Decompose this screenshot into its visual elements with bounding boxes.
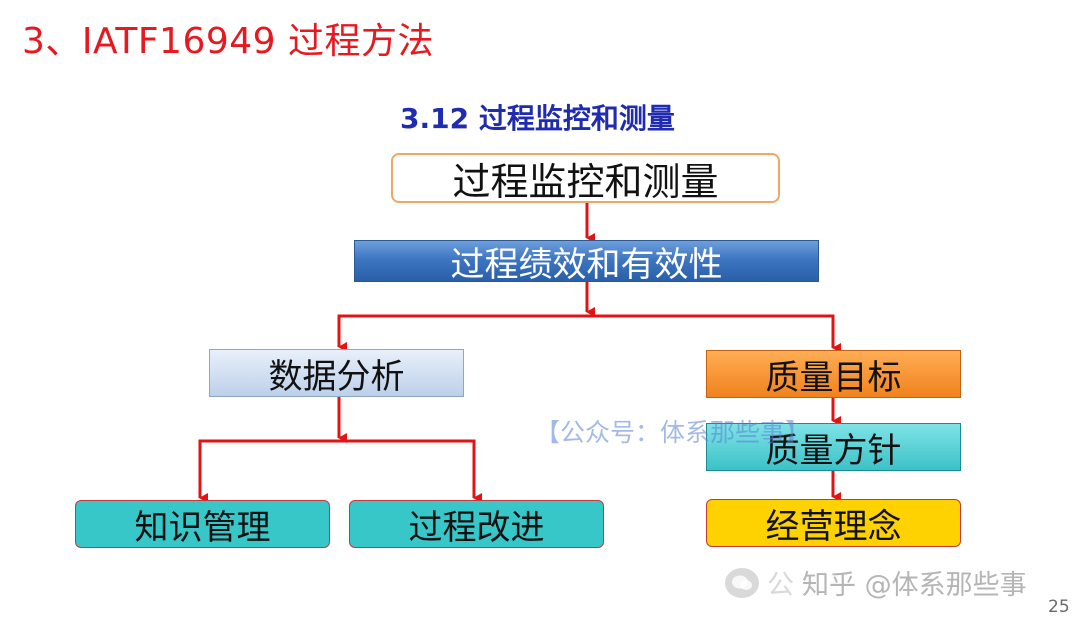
arrow-split-to-quality-objectives [587,314,841,353]
node-knowledge-management: 知识管理 [75,500,330,548]
watermark-ghost-text: 公 [767,570,794,601]
wechat-watermark: 【公众号：体系那些事】 [535,418,811,447]
node-process-performance-effectiveness: 过程绩效和有效性 [354,240,819,285]
node-process-improvement: 过程改进 [349,500,604,548]
page-number: 25 [1048,597,1070,617]
node-process-monitoring-measurement: 过程监控和测量 [391,153,780,204]
slide-title: 3、IATF16949 过程方法 [22,21,435,62]
zhihu-watermark-text: 知乎 @体系那些事 [802,570,1027,601]
arrow-split-to-improvement [339,439,482,503]
node-business-concept: 经营理念 [706,499,961,547]
wechat-icon [725,567,759,598]
diagram-subtitle: 3.12 过程监控和测量 [400,102,675,135]
arrow-split-to-data-analysis [337,314,587,352]
node-data-analysis: 数据分析 [209,349,464,397]
node-quality-policy: 质量方针 [706,423,961,471]
zhihu-watermark: 公 知乎 @体系那些事 [725,563,1027,602]
arrow-split-to-knowledge [198,439,339,503]
node-quality-objectives: 质量目标 [706,350,961,398]
